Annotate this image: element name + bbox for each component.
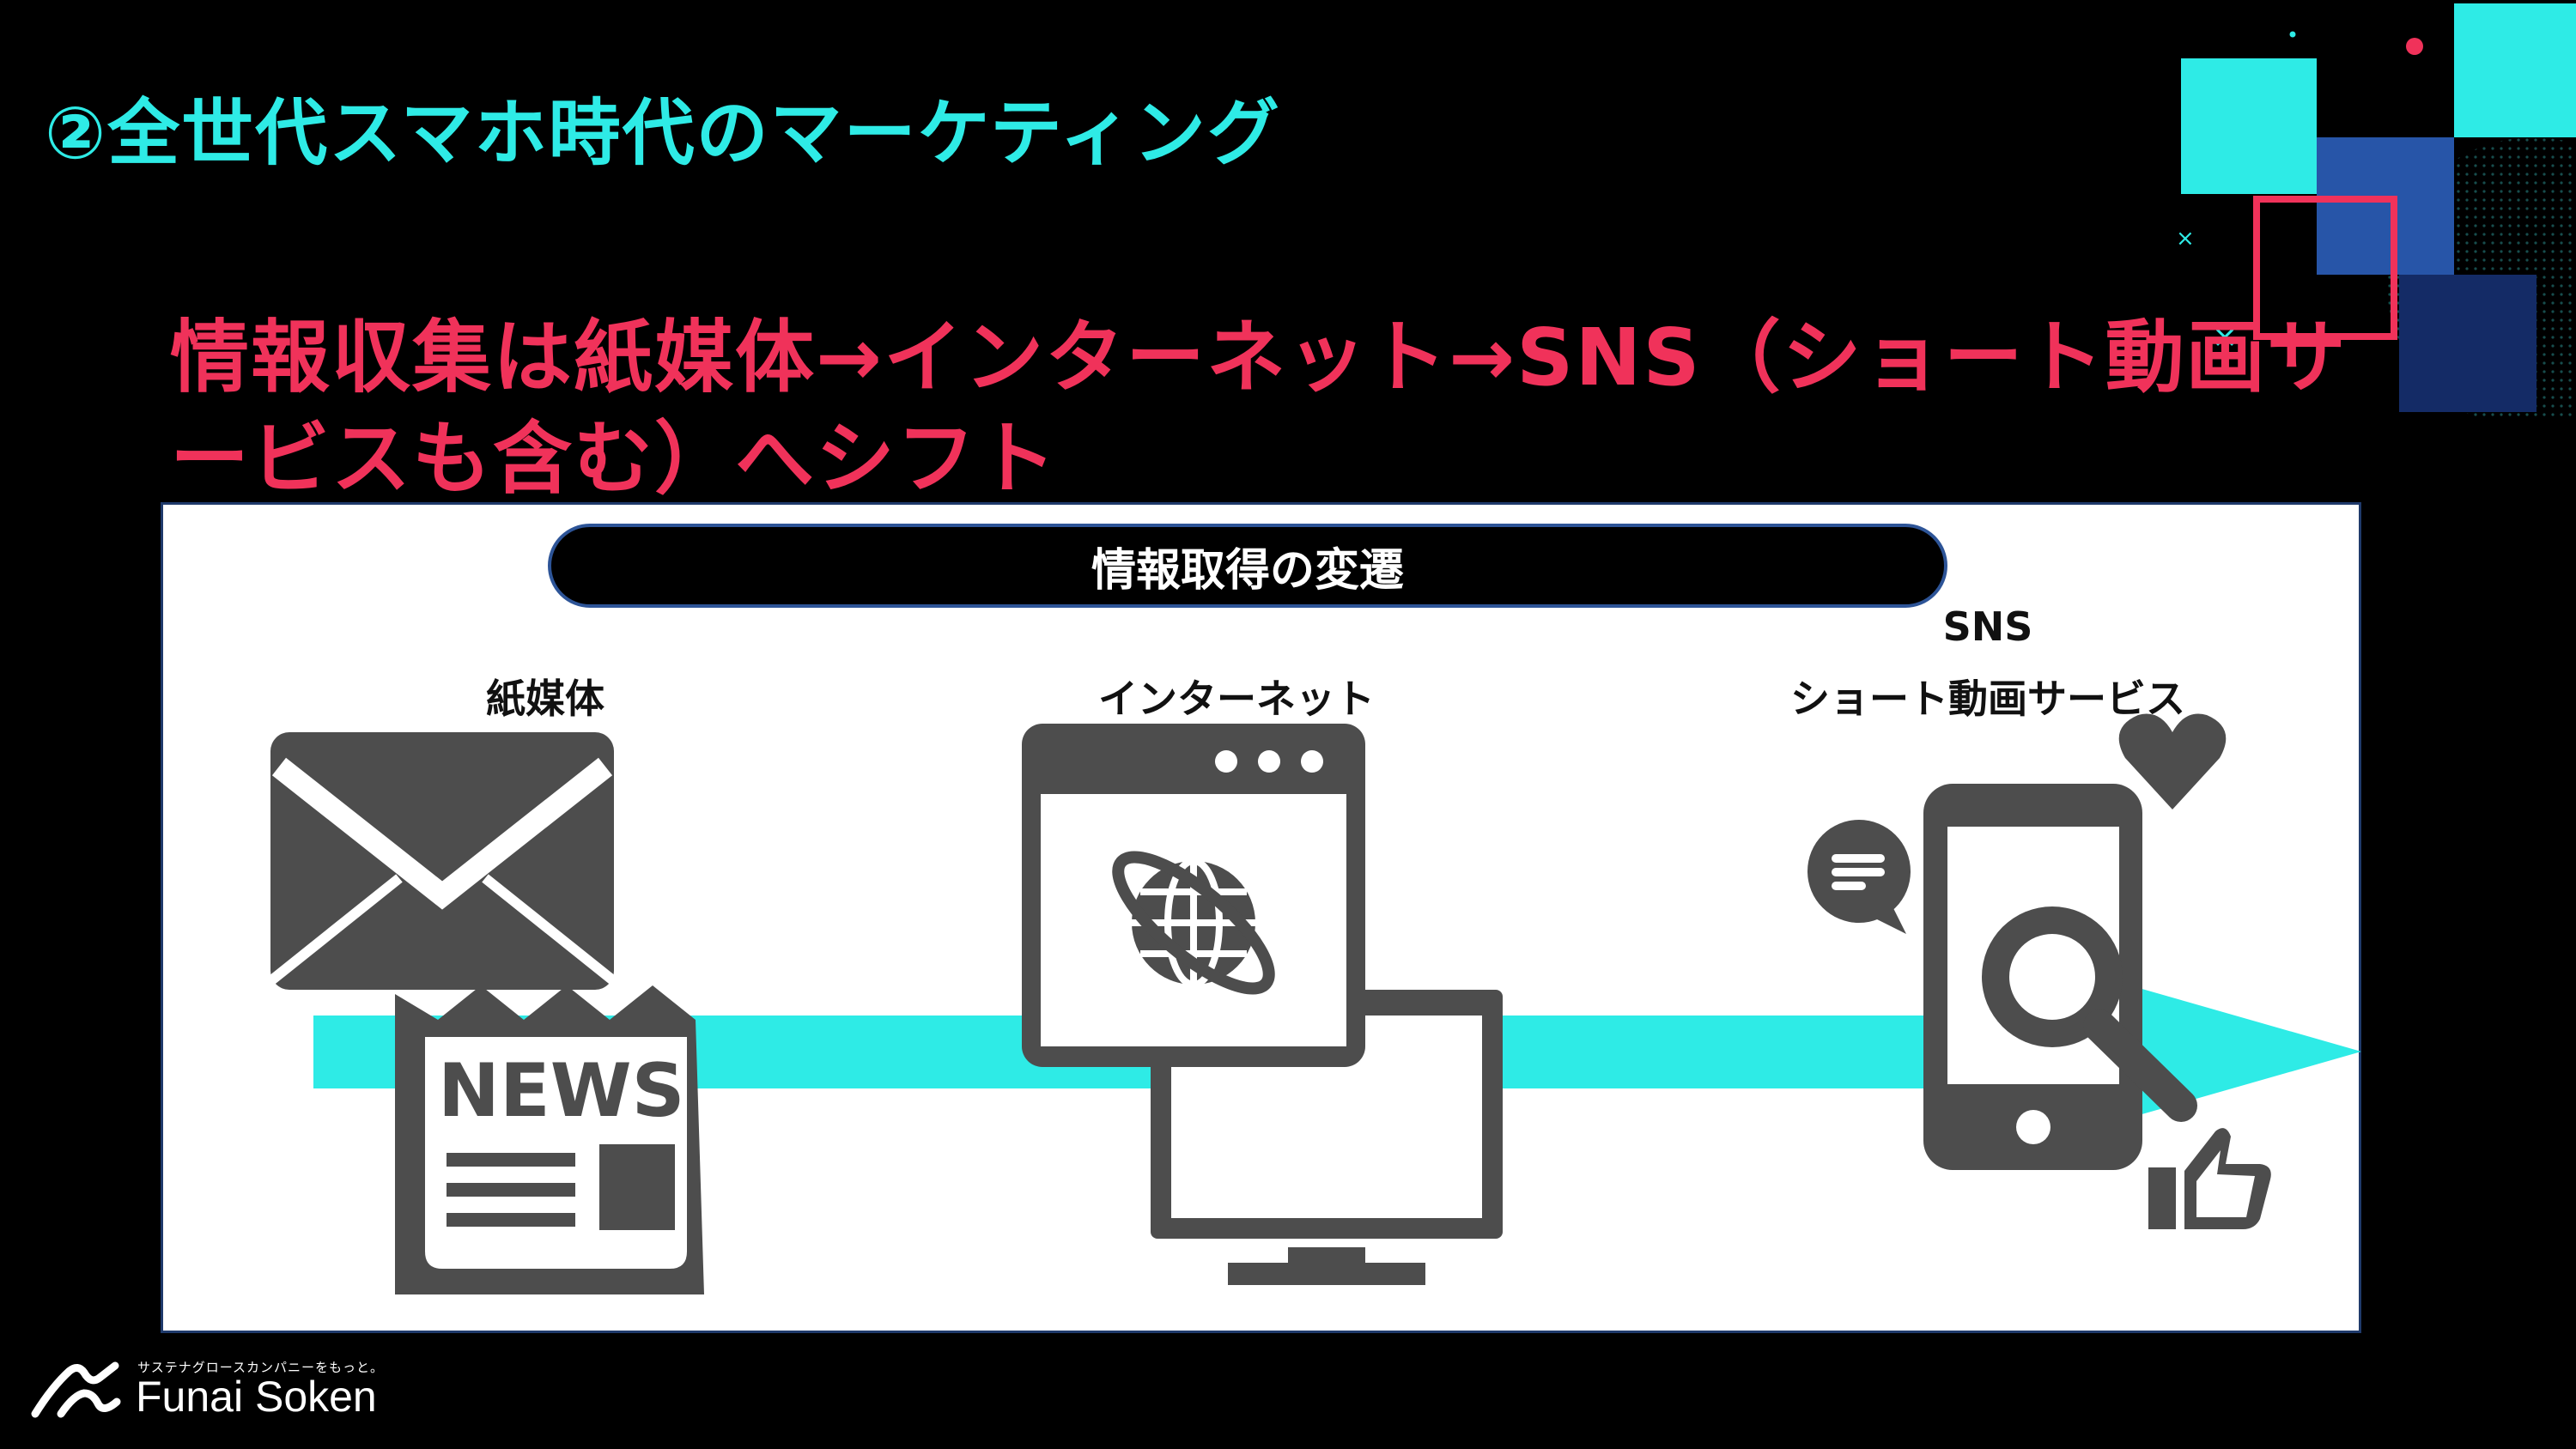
diagram-panel: 情報取得の変遷 紙媒体 NEWS インターネット [161,502,2361,1333]
diagram-heading: 情報取得の変遷 [548,524,1947,608]
corner-decoration: × × [2176,3,2576,421]
thumbs-up-icon [2148,1128,2271,1229]
envelope-icon [270,732,614,990]
smartphone-search-icon [1923,784,2197,1170]
headline: 情報収集は紙媒体→インターネット→SNS（ショート動画サービスも含む）へシフト [170,312,2348,505]
slide-title: ②全世代スマホ時代のマーケティング [45,91,1281,175]
stage-label-sns: SNS [1942,603,2033,650]
svg-text:×: × [2176,226,2195,252]
brand-tagline: サステナグロースカンパニーをもっと。 [137,1360,384,1375]
chat-bubble-icon [1807,820,1911,934]
magnifier-icon [1982,906,2197,1122]
funai-soken-logo-icon [31,1361,121,1418]
news-text: NEWS [438,1048,685,1134]
stage-label-short-video: ショート動画サービス [1790,676,2185,722]
browser-globe-icon [1022,724,1365,1067]
brand-name: Funai Soken [136,1373,377,1421]
svg-text:×: × [2212,319,2238,355]
stage-label-internet: インターネット [1098,676,1375,722]
newspaper-icon: NEWS [395,985,704,1294]
stage-label-paper: 紙媒体 [486,676,605,722]
globe-icon [1112,851,1275,995]
heart-icon [2118,713,2227,809]
